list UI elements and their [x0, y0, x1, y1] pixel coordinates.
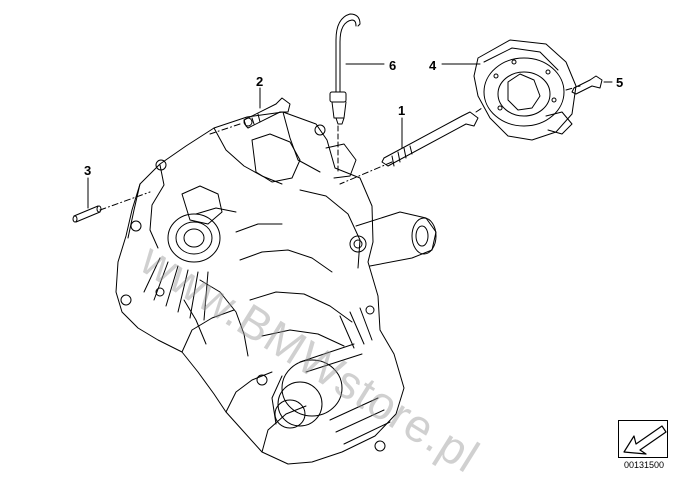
callout-5: 5: [616, 75, 624, 90]
callout-3: 3: [84, 163, 92, 178]
part-4-actuator-ring: [473, 39, 577, 141]
part-5-small-bolt: [571, 75, 603, 95]
callout-4: 4: [429, 58, 437, 73]
reference-number: 00131500: [623, 460, 665, 470]
part-3-dowel-pin: [72, 205, 102, 223]
part-2-short-bolt: [243, 97, 291, 129]
reference-box: [618, 420, 668, 458]
part-1-long-bolt: [381, 111, 479, 167]
transfer-case-housing: [115, 111, 437, 465]
alignment-lines: [99, 85, 581, 211]
callout-6: 6: [389, 58, 397, 73]
callout-1: 1: [398, 103, 406, 118]
callout-2: 2: [256, 74, 264, 89]
arrow-down-left-icon: [623, 425, 667, 455]
part-6-sensor-with-wire: [329, 13, 361, 125]
